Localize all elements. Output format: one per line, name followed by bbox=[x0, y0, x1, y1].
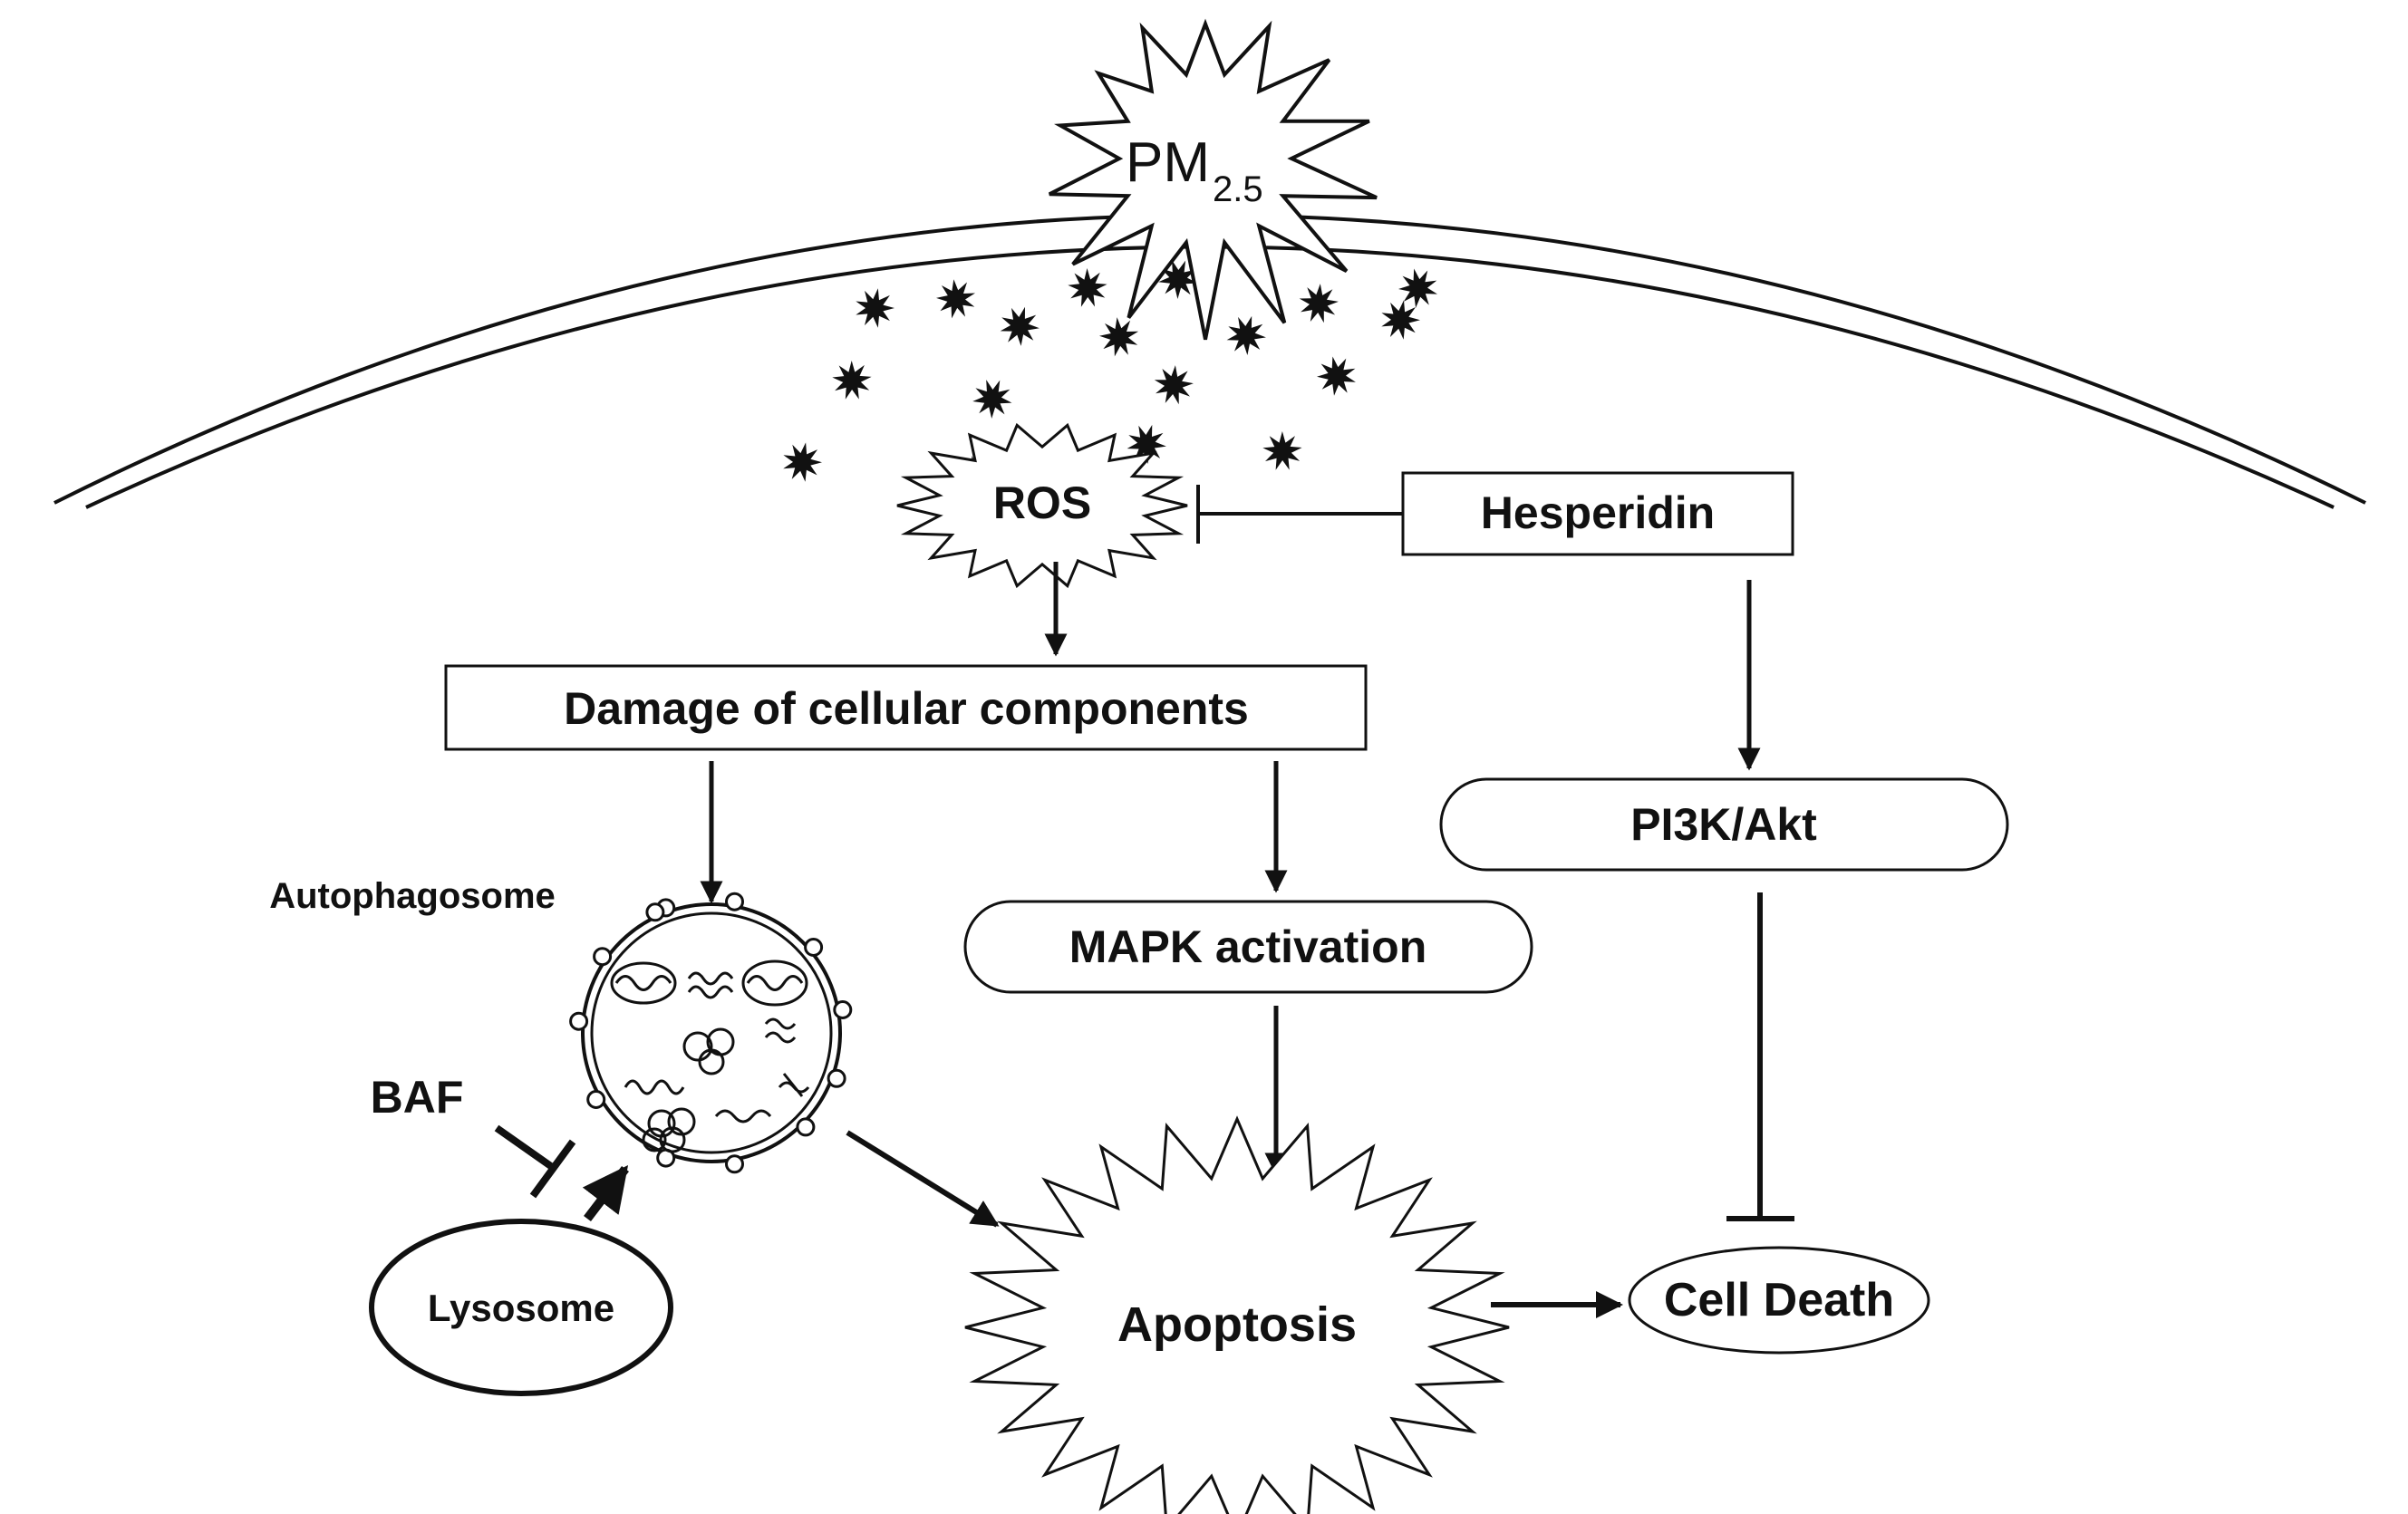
pm25-particle bbox=[1099, 317, 1139, 357]
vesicle-dot bbox=[725, 892, 744, 911]
pm25-particle bbox=[1381, 300, 1420, 340]
vesicle-dot bbox=[593, 947, 613, 967]
apoptosis-burst bbox=[964, 1115, 1510, 1514]
mapk-activation-label: MAPK activation bbox=[1069, 921, 1427, 972]
lysosome-label: Lysosome bbox=[428, 1287, 614, 1329]
pm25-particle bbox=[1154, 365, 1194, 405]
arrow-lysosome-autophagosome bbox=[582, 1165, 629, 1222]
cell-death-label: Cell Death bbox=[1664, 1274, 1894, 1326]
damage-label: Damage of cellular components bbox=[564, 683, 1249, 734]
pm25-burst bbox=[1048, 18, 1378, 341]
vesicle-dot bbox=[827, 1068, 846, 1088]
pi3k-akt-box bbox=[1439, 777, 2009, 872]
vesicle-dot bbox=[645, 902, 665, 922]
pm25-particle bbox=[1299, 284, 1339, 323]
pm25-particle bbox=[1127, 424, 1166, 464]
ros-burst bbox=[896, 422, 1188, 589]
hesperidin-label: Hesperidin bbox=[1481, 487, 1715, 538]
pm25-particle bbox=[1262, 431, 1302, 470]
baf-label: BAF bbox=[371, 1072, 464, 1123]
pm25-particle bbox=[1000, 306, 1040, 346]
apoptosis-label: Apoptosis bbox=[1117, 1297, 1357, 1352]
autophagosome-contents bbox=[610, 960, 810, 1153]
damage-box bbox=[444, 664, 1368, 751]
arrow-autophagosome-apoptosis bbox=[846, 1130, 1000, 1228]
vesicle-dot bbox=[569, 1011, 589, 1031]
inhibit-hesperidin-ros bbox=[1196, 485, 1403, 544]
vesicle-dot bbox=[833, 1000, 853, 1019]
pi3k-akt-label: PI3K/Akt bbox=[1630, 799, 1817, 850]
pm25-particles bbox=[783, 260, 1437, 496]
pm25-particle bbox=[972, 380, 1012, 419]
pm25-particle bbox=[1226, 315, 1266, 355]
mapk-activation-box bbox=[963, 900, 1533, 994]
pm25-subscript: 2.5 bbox=[1213, 169, 1263, 209]
vesicle-dot bbox=[804, 938, 824, 957]
pm25-particle bbox=[1317, 356, 1356, 396]
cell-death-ellipse bbox=[1628, 1246, 1930, 1355]
pm25-particle bbox=[783, 442, 822, 482]
vesicle-dot bbox=[796, 1117, 816, 1137]
autophagosome-label: Autophagosome bbox=[269, 876, 556, 916]
vesicle-dot bbox=[586, 1090, 606, 1109]
inhibit-pi3k-celldeath bbox=[1726, 892, 1794, 1221]
pm25-particle bbox=[1398, 268, 1437, 308]
vesicle-surface-dots bbox=[569, 892, 853, 1174]
pm25-particle bbox=[832, 361, 872, 400]
autophagosome-vesicle bbox=[569, 892, 853, 1174]
vesicle-dot bbox=[725, 1154, 744, 1174]
pm25-label: PM bbox=[1126, 131, 1210, 194]
pm25-particle bbox=[1068, 268, 1107, 307]
ros-label: ROS bbox=[993, 477, 1091, 528]
pm25-particle bbox=[936, 279, 975, 319]
pm25-particle bbox=[856, 288, 895, 328]
lysosome-ellipse bbox=[369, 1219, 673, 1396]
inhibit-baf-fusion bbox=[494, 1124, 576, 1199]
pm25-particle bbox=[1158, 260, 1198, 299]
